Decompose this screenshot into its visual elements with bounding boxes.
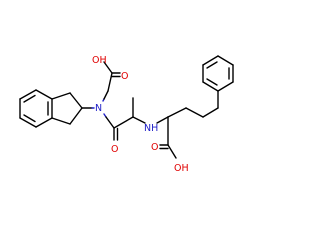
bond	[113, 116, 134, 129]
bond	[217, 81, 234, 92]
bond	[217, 55, 234, 66]
bond	[167, 144, 177, 159]
bond	[51, 117, 71, 125]
aromatic-inner-bond	[23, 94, 36, 103]
aromatic-inner-bond	[206, 61, 218, 69]
bond	[69, 107, 83, 125]
bond	[105, 116, 115, 129]
bond	[103, 90, 109, 100]
benzene-ring-indane	[19, 89, 53, 128]
bond	[35, 117, 53, 128]
bond	[132, 116, 146, 124]
atom-label-oh-top: OH	[92, 55, 107, 66]
aromatic-inner-bond	[23, 114, 36, 123]
molecule-structure: OH O N O NH O OH	[19, 55, 234, 174]
bond	[167, 107, 187, 118]
bond	[69, 92, 83, 109]
atom-label-nh: NH	[144, 123, 158, 134]
bond	[202, 55, 219, 66]
bond	[202, 107, 219, 118]
phenyl-ring	[202, 55, 234, 109]
cyclopentane-ring	[51, 92, 83, 125]
atom-label-o-top: O	[121, 71, 128, 82]
bond	[156, 116, 169, 124]
aromatic-inner-bond	[206, 78, 218, 86]
atom-label-n-amide: N	[95, 103, 102, 114]
bond	[35, 89, 53, 100]
bond	[185, 107, 204, 118]
atom-label-o-amide: O	[111, 144, 118, 155]
bond	[51, 92, 71, 100]
atom-label-oh-bottom: OH	[174, 163, 189, 174]
bond	[19, 89, 37, 100]
bond	[103, 61, 113, 74]
atom-label-o-bottom: O	[151, 142, 158, 153]
bond	[107, 72, 113, 92]
bond	[19, 117, 37, 128]
bond	[202, 81, 219, 92]
